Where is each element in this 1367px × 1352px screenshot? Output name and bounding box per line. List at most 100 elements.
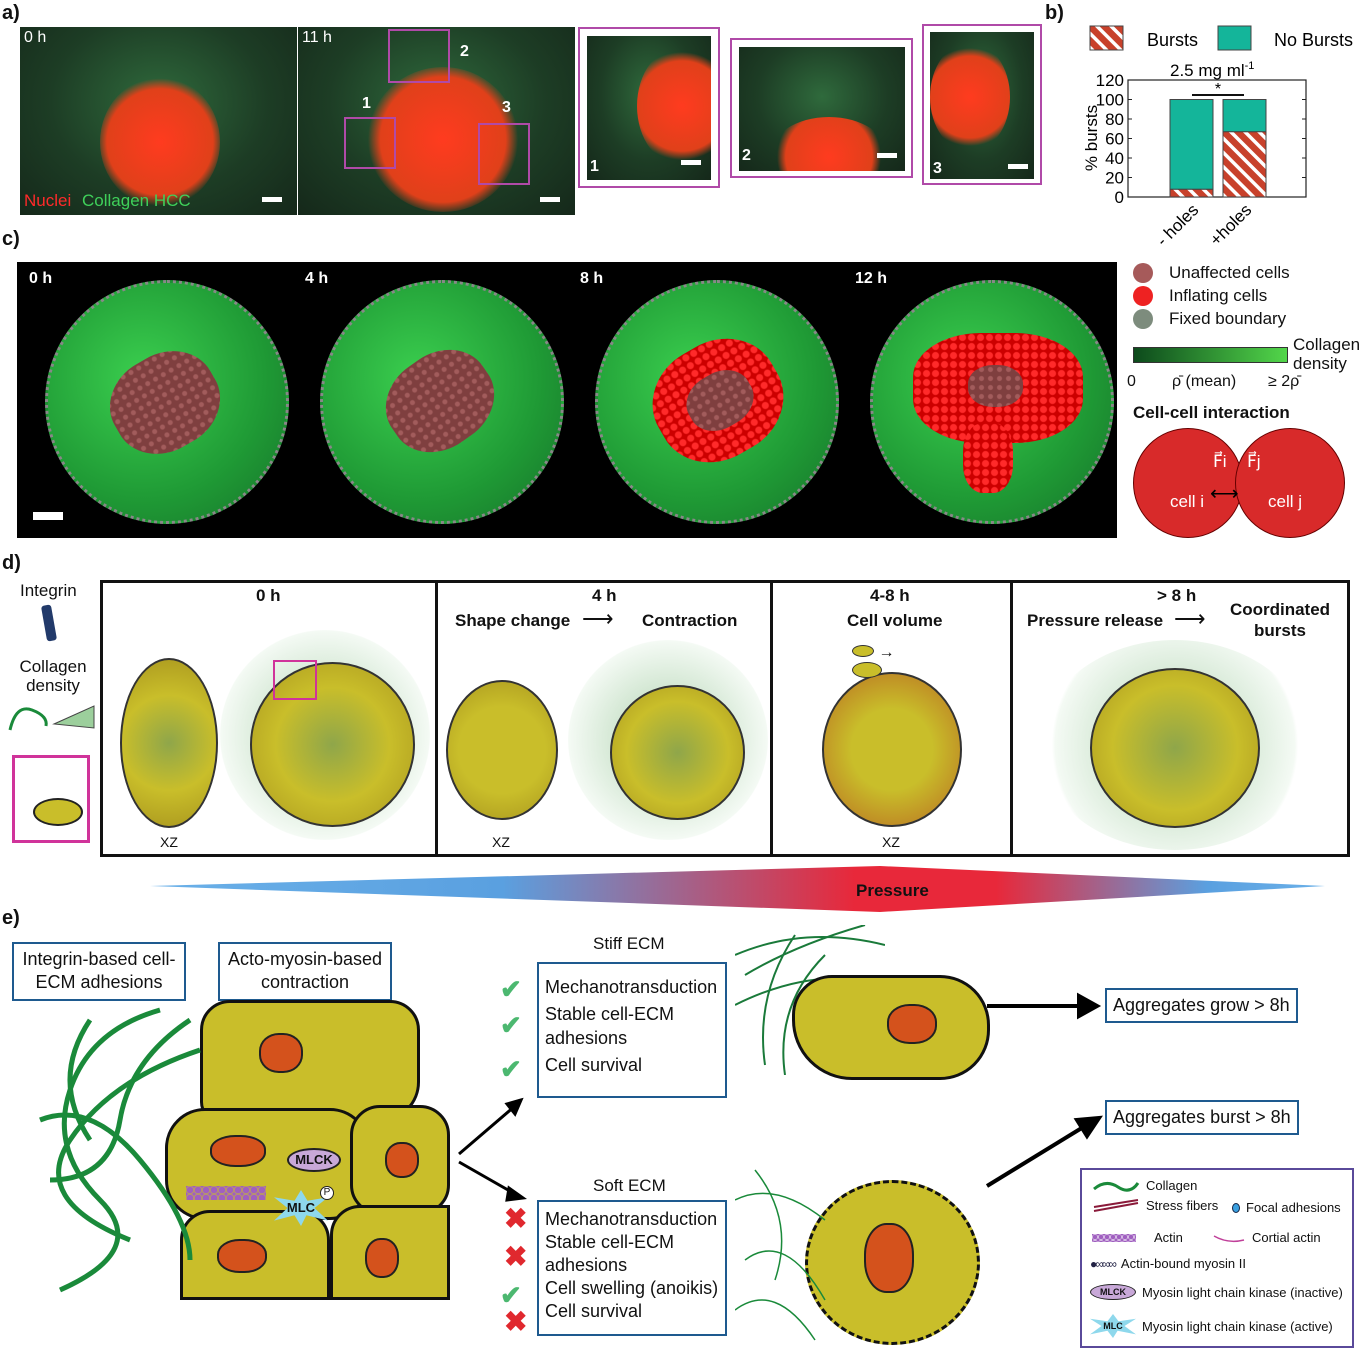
collagen-gradient-icon <box>8 705 95 731</box>
bar-no-bursts <box>1169 99 1214 190</box>
panel-label-b: b) <box>1045 2 1064 24</box>
time-label: 0 h <box>24 29 47 46</box>
density-colorbar <box>1133 347 1288 363</box>
density-label: Collagen density <box>1293 335 1361 373</box>
y-axis-label: % bursts <box>1082 105 1101 171</box>
panel-label-c: c) <box>2 228 20 250</box>
cell-j <box>1235 428 1345 538</box>
cross-icon: ✖ <box>504 1203 528 1234</box>
legend-inflating: Inflating cells <box>1169 286 1268 305</box>
inset-3: 3 <box>922 24 1042 185</box>
cell-j-label: cell j <box>1268 492 1303 511</box>
legend-unaffected: Unaffected cells <box>1169 263 1290 282</box>
y-tick-label: 80 <box>1105 110 1124 129</box>
aggregate-bursting <box>1090 668 1260 828</box>
force-j-label: F⃗j <box>1247 452 1261 471</box>
stage-pressure-release: Pressure release <box>1027 611 1164 630</box>
aggregate-xz-0h <box>120 658 218 828</box>
collagen-fibers <box>39 1007 201 1293</box>
stage-time: 4 h <box>592 586 617 605</box>
inset-number: 3 <box>933 160 942 177</box>
view-label: XZ <box>882 834 900 850</box>
aggregate-xz-4h <box>446 680 558 820</box>
roi-box-3 <box>478 123 530 185</box>
stiff-ecm-title: Stiff ECM <box>593 934 665 953</box>
outcome-arrows <box>985 992 1103 1188</box>
time-label: 4 h <box>305 270 329 287</box>
interaction-title: Cell-cell interaction <box>1133 403 1290 422</box>
cross-icon: ✖ <box>504 1306 528 1337</box>
cell-i <box>1133 428 1243 538</box>
mlck-active-icon: MLC <box>1090 1314 1136 1338</box>
inset-1: 1 <box>578 27 720 188</box>
panel-label-e: e) <box>2 907 20 929</box>
cell-adhesion-inset <box>12 755 90 843</box>
soft-ecm-title: Soft ECM <box>593 1176 666 1195</box>
check-icon: ✔ <box>500 1010 522 1040</box>
scale-bar <box>1008 164 1028 169</box>
simulation-panel: 0 h 4 h 8 h 12 h <box>17 262 1117 538</box>
mlck-icon: MLCK <box>287 1148 341 1172</box>
legend-cortical: Cortial actin <box>1252 1230 1321 1245</box>
stage-contraction: Contraction <box>642 611 738 630</box>
density-tick: ≥ 2ρ̄ <box>1268 373 1300 390</box>
aggregate-0h <box>250 662 415 827</box>
actin-icon <box>1092 1233 1136 1242</box>
cell-swelling-icon: → <box>852 644 922 678</box>
soft-item: Cell survival <box>545 1301 643 1322</box>
view-label: XZ <box>492 834 510 850</box>
legend-stress: Stress fibers <box>1146 1198 1219 1213</box>
branch-arrows <box>458 1097 527 1202</box>
panel-label-d: d) <box>2 552 21 574</box>
roi-number: 1 <box>362 95 371 112</box>
stain-collagen: Collagen HCC <box>82 191 191 210</box>
simulation-0h <box>45 280 289 524</box>
myosin-icon: ●∞∞∞ <box>1090 1256 1117 1271</box>
legend-actin: Actin <box>1154 1230 1183 1245</box>
integrin-adhesions-box: Integrin-based cell-ECM adhesions <box>12 942 186 1001</box>
inset-number: 2 <box>742 147 751 164</box>
x-tick-label: +holes <box>1206 200 1255 249</box>
view-label: XZ <box>160 834 178 850</box>
y-tick-label: 100 <box>1096 91 1124 110</box>
stage-time: 0 h <box>256 586 281 605</box>
arrow-icon: ⟶ <box>1174 606 1206 631</box>
microscopy-image-11h: 11 h 1 2 3 <box>298 27 575 215</box>
focal-adhesion-icon <box>1232 1202 1240 1213</box>
legend-boundary: Fixed boundary <box>1169 309 1287 328</box>
integrin-label: Integrin <box>20 581 77 600</box>
significance-star: * <box>1215 81 1221 98</box>
roi-number: 2 <box>460 43 469 60</box>
inset-roi <box>273 660 317 700</box>
stiff-cell <box>792 975 990 1080</box>
legend-myosin: Actin-bound myosin II <box>1120 1256 1246 1271</box>
roi-box-2 <box>388 29 450 83</box>
legend-focal: Focal adhesions <box>1246 1200 1341 1215</box>
stiff-ecm-box: Mechanotransduction Stable cell-ECM adhe… <box>537 962 727 1098</box>
scale-bar <box>33 512 63 520</box>
stage-cell-volume: Cell volume <box>847 611 943 630</box>
bar-bursts <box>1222 131 1267 198</box>
legend-no-bursts: No Bursts <box>1274 30 1353 50</box>
chart-title: 2.5 mg ml-1 <box>1170 60 1254 80</box>
soft-collagen <box>735 1169 826 1341</box>
soft-swollen-cell <box>805 1180 980 1345</box>
density-tick: 0 <box>1127 373 1136 390</box>
stiff-item: Stable cell-ECM adhesions <box>545 1004 675 1048</box>
roi-number: 3 <box>502 99 511 116</box>
x-tick-label: - holes <box>1153 200 1203 250</box>
bar-bursts <box>1169 188 1214 198</box>
cell <box>330 1205 450 1300</box>
time-label: 8 h <box>580 270 604 287</box>
scale-bar <box>681 160 701 165</box>
stage-coordinated-bursts: Coordinated bursts <box>1229 600 1331 640</box>
stiff-item: Cell survival <box>545 1055 643 1076</box>
y-tick-label: 20 <box>1105 169 1124 188</box>
force-i-label: F⃗i <box>1213 452 1227 471</box>
time-label: 11 h <box>302 29 332 46</box>
soft-item: Stable cell-ECM adhesions <box>545 1232 675 1276</box>
double-arrow-icon: ⟷ <box>1210 483 1239 505</box>
soft-item: Mechanotransduction <box>545 1209 718 1229</box>
actomyosin-box: Acto-myosin-based contraction <box>218 942 392 1001</box>
stain-nuclei: Nuclei <box>24 191 72 210</box>
